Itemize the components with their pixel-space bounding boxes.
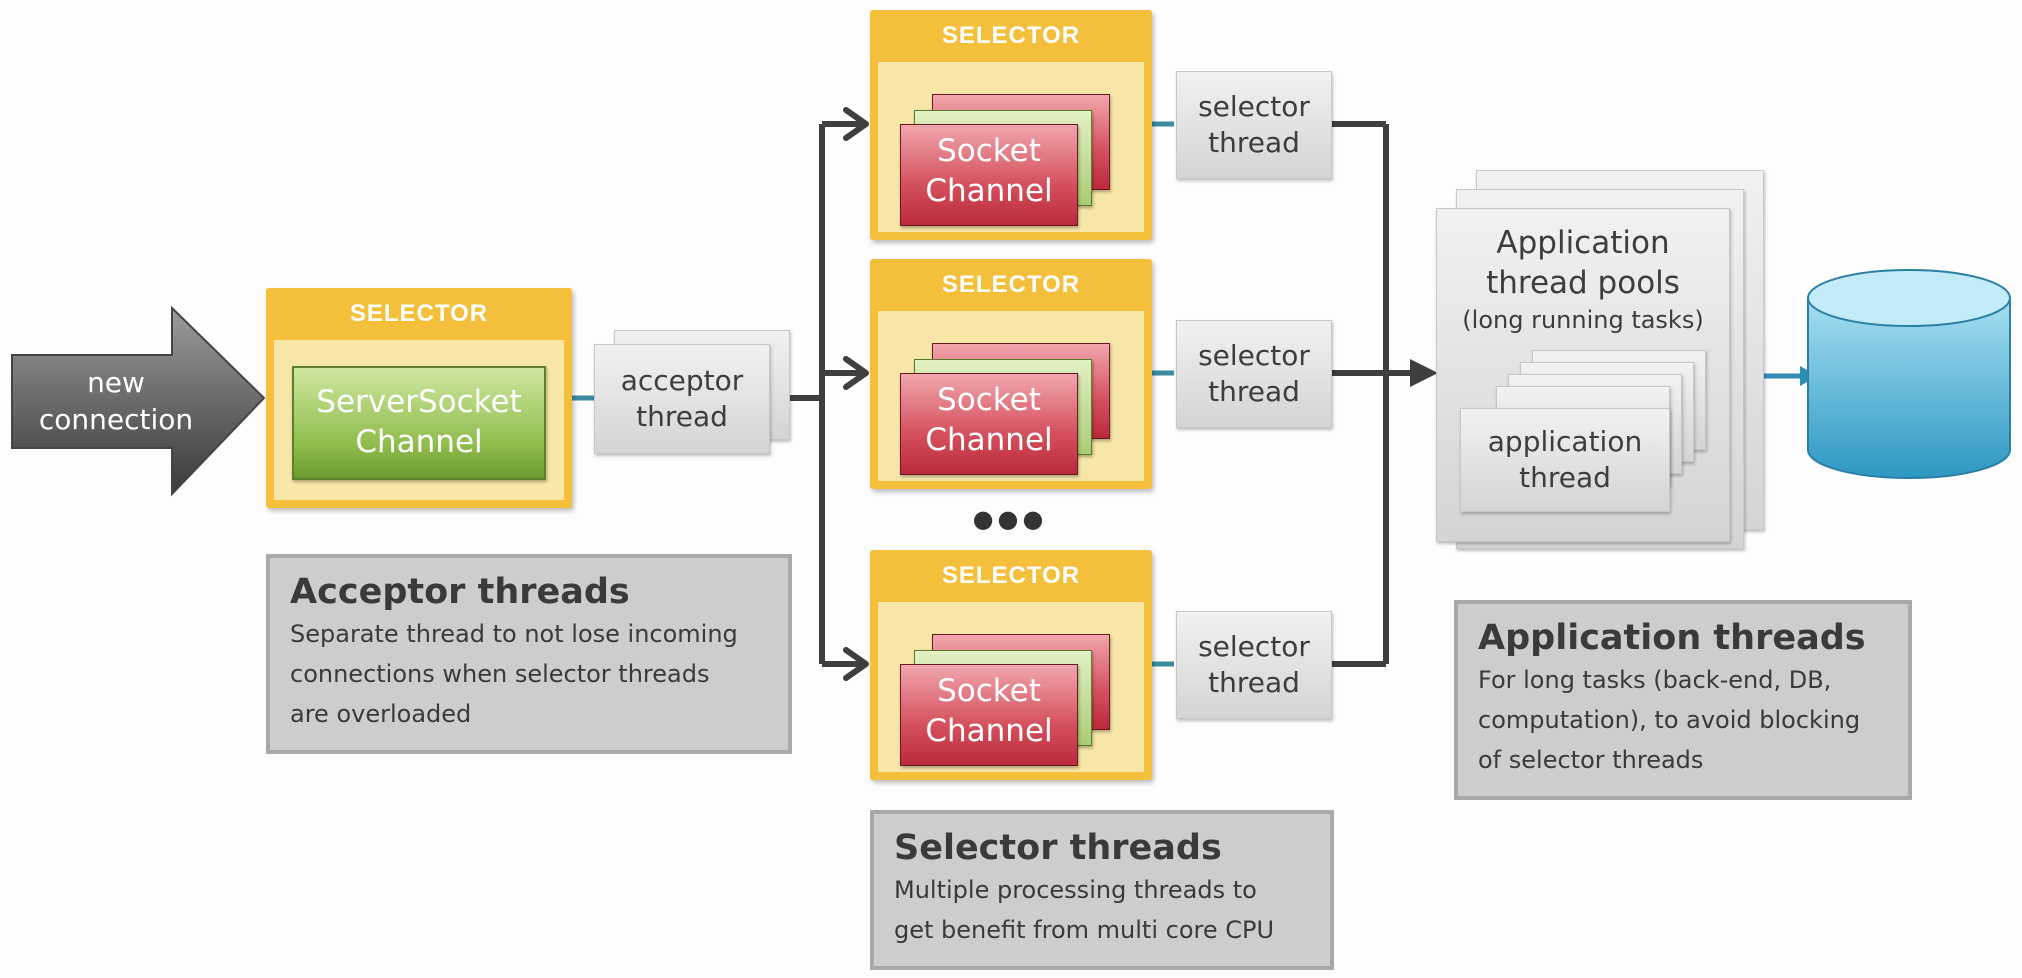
selector-thread-1: selector thread bbox=[1176, 71, 1332, 179]
selector-thread-2: selector thread bbox=[1176, 320, 1332, 428]
new-connection-label: new connection bbox=[38, 366, 194, 436]
selector-title: SELECTOR bbox=[941, 22, 1081, 49]
info-body: For long tasks (back-end, DB, computatio… bbox=[1478, 666, 1861, 774]
selector-title: SELECTOR bbox=[941, 271, 1081, 298]
acceptor-thread: acceptor thread bbox=[594, 344, 770, 454]
selector-3: SELECTOR Socket Channel bbox=[870, 550, 1152, 780]
socket-channel: Socket Channel bbox=[900, 373, 1078, 475]
acceptor-threads-info: Acceptor threads Separate thread to not … bbox=[266, 554, 792, 754]
database-icon bbox=[1807, 269, 2011, 479]
socket-channel: Socket Channel bbox=[900, 124, 1078, 226]
acceptor-selector: SELECTOR ServerSocket Channel bbox=[266, 288, 572, 508]
application-thread: application thread bbox=[1460, 408, 1670, 512]
selector-title: SELECTOR bbox=[941, 562, 1081, 589]
socket-channel: Socket Channel bbox=[900, 664, 1078, 766]
info-title: Application threads bbox=[1478, 618, 1866, 658]
more-selectors-ellipsis: ●●● bbox=[972, 505, 1048, 533]
application-threads-info: Application threads For long tasks (back… bbox=[1454, 600, 1912, 800]
info-body: Multiple processing threads to get benef… bbox=[894, 876, 1275, 944]
info-body: Separate thread to not lose incoming con… bbox=[290, 620, 738, 728]
server-socket-channel: ServerSocket Channel bbox=[292, 366, 546, 480]
new-connection-arrow bbox=[11, 305, 266, 497]
info-title: Acceptor threads bbox=[290, 572, 630, 612]
info-title: Selector threads bbox=[894, 828, 1222, 868]
selector-title: SELECTOR bbox=[349, 300, 489, 327]
selector-1: SELECTOR Socket Channel bbox=[870, 10, 1152, 240]
selector-threads-info: Selector threads Multiple processing thr… bbox=[870, 810, 1334, 970]
selector-2: SELECTOR Socket Channel bbox=[870, 259, 1152, 489]
selector-thread-3: selector thread bbox=[1176, 611, 1332, 719]
